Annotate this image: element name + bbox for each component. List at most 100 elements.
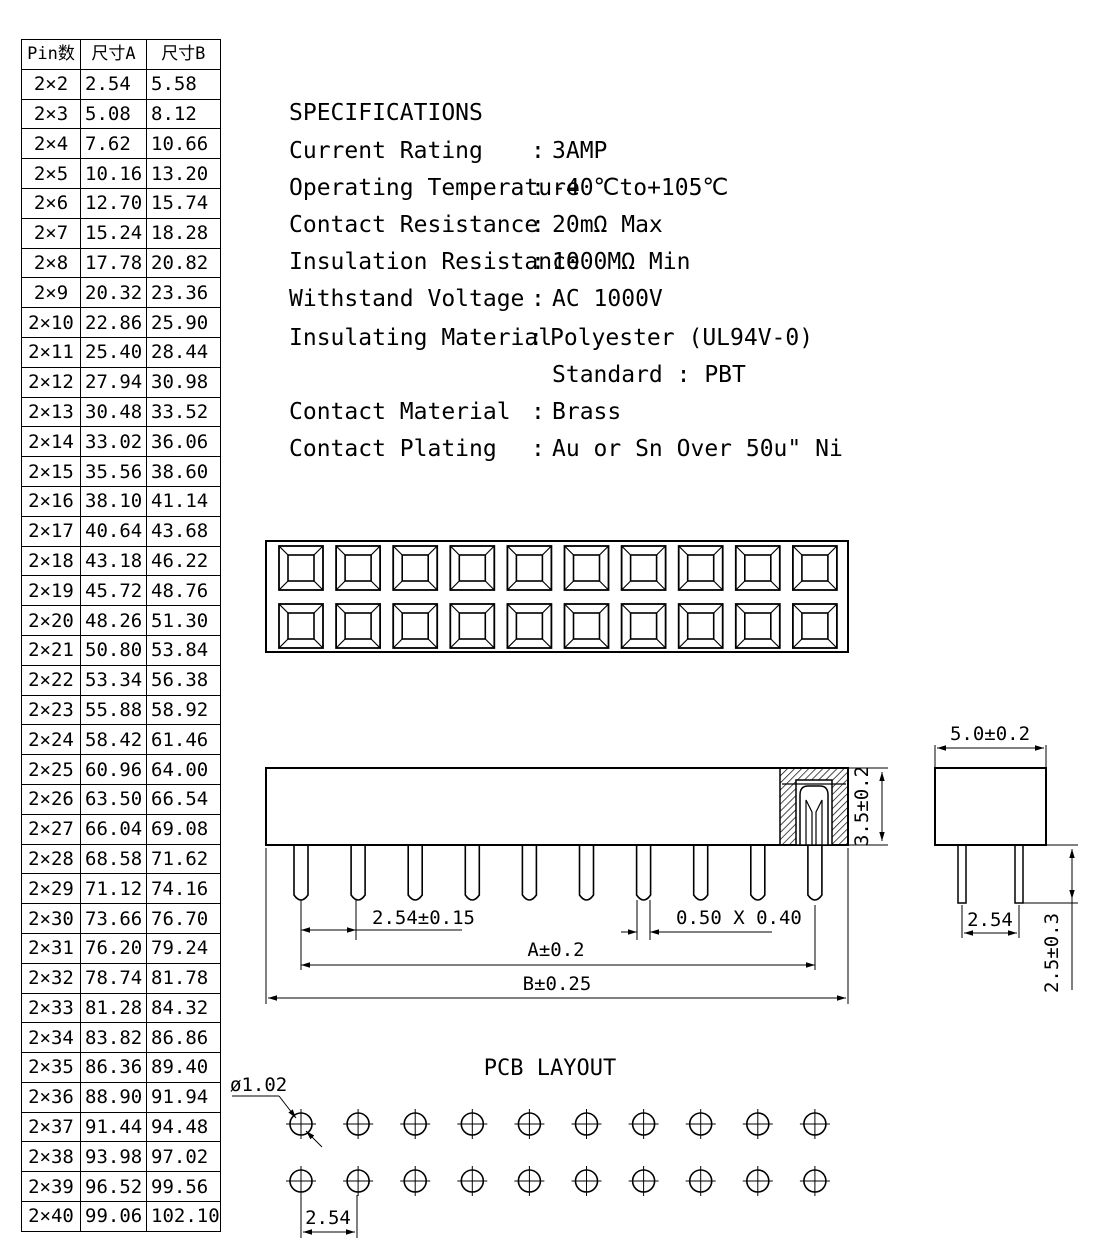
size-b-cell: 74.16 (146, 873, 221, 905)
spec-colon: : (529, 325, 543, 351)
pin-count-cell: 2×16 (21, 485, 81, 517)
size-a-cell: 63.50 (80, 783, 147, 815)
spec-label: Operating Temperature (289, 175, 580, 201)
size-b-cell: 94.48 (146, 1111, 221, 1143)
spec-label: Contact Plating (289, 436, 497, 462)
size-a-cell: 40.64 (80, 515, 147, 547)
header-pin-count: Pin数 (21, 39, 81, 70)
size-b-cell: 38.60 (146, 456, 221, 487)
front-view-body (265, 767, 849, 846)
pin-count-cell: 2×23 (21, 694, 81, 726)
pin-count-cell: 2×38 (21, 1141, 81, 1173)
spec-colon: : (531, 399, 545, 425)
front-pin (464, 845, 481, 901)
pcb-hole (286, 1109, 316, 1139)
size-b-cell: 84.32 (146, 992, 221, 1024)
side-view-body (934, 767, 1047, 846)
spec-label: Contact Resistance (289, 212, 539, 238)
spec-colon: : (531, 212, 545, 238)
pcb-hole (799, 1109, 830, 1139)
pcb-pitch-label: 2.54 (305, 1207, 351, 1229)
pcb-hole (343, 1166, 374, 1196)
size-b-cell: 58.92 (146, 694, 221, 726)
pin-count-cell: 2×24 (21, 724, 81, 756)
size-a-cell: 96.52 (80, 1171, 147, 1203)
size-a-cell: 15.24 (80, 217, 147, 249)
size-b-cell: 30.98 (146, 366, 221, 398)
hole-diameter-label: ø1.02 (230, 1074, 287, 1096)
spec-label: Contact Material (289, 399, 511, 425)
pcb-hole (628, 1109, 659, 1139)
contact-cell (278, 603, 324, 649)
contact-cell (563, 545, 610, 591)
hole-leader-arrow-2 (305, 1130, 323, 1148)
pin-count-cell: 2×26 (21, 783, 81, 815)
size-a-cell: 25.40 (80, 336, 147, 368)
pin-count-cell: 2×21 (21, 634, 81, 666)
spec-value: 3AMP (552, 138, 608, 164)
spec-label: Current Rating (289, 138, 483, 164)
pcb-hole (343, 1109, 374, 1139)
front-pin (692, 845, 709, 901)
front-pin (750, 845, 766, 901)
pin-length-label: 2.5±0.3 (1041, 913, 1063, 993)
spec-label: Insulating Material (289, 325, 553, 351)
contact-cell (677, 545, 724, 591)
pcb-hole (685, 1109, 716, 1139)
size-b-cell: 33.52 (146, 396, 221, 428)
size-a-cell: 5.08 (80, 98, 147, 130)
size-a-cell: 68.58 (80, 843, 147, 875)
pitch-dim-label: 2.54±0.15 (372, 907, 475, 929)
size-b-cell: 102.10 (146, 1201, 221, 1232)
contact-cell (335, 603, 382, 649)
size-b-cell: 61.46 (146, 724, 221, 756)
spec-label: Withstand Voltage (289, 286, 525, 312)
pcb-hole (799, 1166, 830, 1196)
contact-cell (506, 603, 553, 649)
pcb-hole (286, 1166, 316, 1196)
contact-cell (392, 603, 439, 649)
front-pin (578, 845, 595, 901)
size-a-cell: 66.04 (80, 813, 147, 845)
size-a-cell: 45.72 (80, 575, 147, 607)
pin-count-cell: 2×35 (21, 1052, 81, 1083)
spec-colon: : (531, 249, 545, 275)
size-b-cell: 79.24 (146, 932, 221, 964)
pin-count-cell: 2×34 (21, 1022, 81, 1054)
spec-value: Au or Sn Over 50u" Ni (552, 436, 843, 462)
size-b-cell: 43.68 (146, 515, 221, 547)
size-a-cell: 53.34 (80, 664, 147, 696)
spec-value: Brass (552, 399, 622, 425)
pin-count-cell: 2×22 (21, 664, 81, 696)
pcb-hole (628, 1166, 659, 1196)
size-a-cell: 88.90 (80, 1081, 147, 1113)
size-a-cell: 78.74 (80, 962, 147, 994)
pin-count-cell: 2×18 (21, 545, 81, 577)
hole-leader-arrow (278, 1095, 297, 1119)
pin-count-cell: 2×25 (21, 754, 81, 785)
pcb-hole (400, 1109, 431, 1139)
pin-count-cell: 2×4 (21, 128, 81, 160)
pin-count-cell: 2×27 (21, 813, 81, 845)
size-a-cell: 12.70 (80, 187, 147, 219)
pin-count-cell: 2×19 (21, 575, 81, 607)
spec-value: Polyester (UL94V-0) (550, 325, 814, 351)
size-a-cell: 48.26 (80, 605, 147, 636)
size-a-cell: 86.36 (80, 1052, 147, 1083)
pcb-hole (685, 1166, 716, 1196)
contact-cell (392, 545, 439, 591)
contact-spring-inner (805, 799, 823, 845)
pcb-hole (457, 1166, 488, 1196)
